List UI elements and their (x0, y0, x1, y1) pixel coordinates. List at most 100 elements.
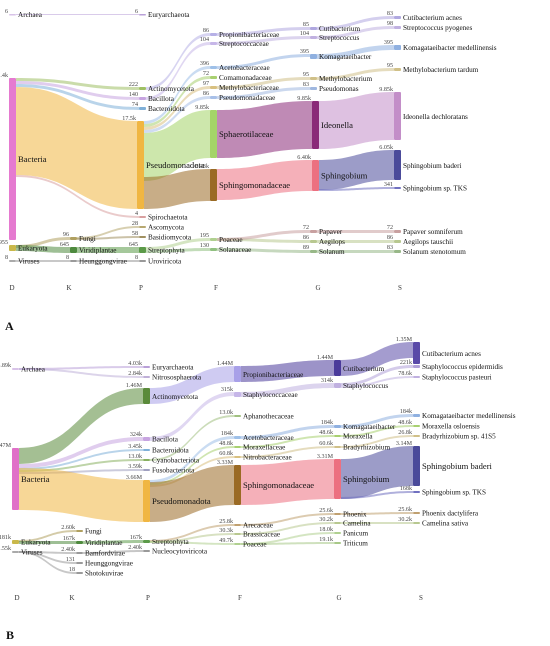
node-label-cyanobacteriota: Cyanobacteriota (152, 457, 200, 465)
node-label-eukaryota: Eukaryota (21, 539, 51, 547)
node-heunggongvirae (76, 562, 83, 564)
link-staphylococcus-staphylococcus_epidermidis (341, 365, 413, 386)
node-label-cutibacterium: Cutibacterium (343, 365, 385, 373)
node-acetobacteraceae (234, 436, 241, 439)
panel-letter-a: A (5, 319, 14, 333)
node-streptophyta (139, 247, 146, 253)
node-actinomycetota (143, 388, 150, 404)
node-label-pseudomonadota: Pseudomonadota (146, 160, 205, 170)
node-label-bradyrhizobium-41s5: Bradyrhizobium sp. 41S5 (422, 433, 496, 441)
link-eukaryota-viridiplantae (16, 245, 70, 253)
node-label-shotokuvirae: Shotokuvirae (85, 570, 123, 578)
node-streptococcus-pyogenes (394, 26, 401, 29)
node-phoenix-dactylifera (413, 512, 420, 514)
node-label-komagataeibacter: Komagataeibacter (319, 53, 372, 61)
node-fungi (70, 237, 77, 240)
node-value-solanum: 89 (303, 245, 309, 251)
node-label-eukaryota: Eukaryota (18, 245, 48, 253)
node-label-solanum-stenotomum: Solanum stenotomum (403, 248, 466, 256)
node-label-staphylococcaceae: Staphylococcaceae (243, 391, 298, 399)
node-value-bacteria: 31.4k (0, 73, 9, 79)
node-value-streptophyta: 645 (129, 242, 138, 248)
node-brassicaceae (234, 533, 241, 535)
node-label-bacteroidota: Bacteroidota (152, 447, 190, 455)
node-value-streptococcus-pyogenes: 98 (387, 21, 393, 27)
link-eukaryota-fungi (19, 530, 76, 542)
node-value-pseudomonadaceae: 86 (203, 91, 209, 97)
node-label-ascomycota: Ascomycota (148, 224, 185, 232)
link-sphingobium-sphingobium_baderi (341, 446, 413, 499)
link-fungi-ascomycota (77, 226, 139, 239)
link-poaceae-panicum (241, 532, 334, 545)
node-triticum (334, 542, 341, 544)
node-sphingobium-tks (413, 491, 420, 493)
node-bacteria (12, 448, 19, 510)
node-pseudomonadota (137, 121, 144, 209)
rank-label-f: F (238, 594, 242, 602)
node-label-fungi: Fungi (85, 528, 102, 536)
node-label-sphingobium: Sphingobium (321, 171, 368, 181)
link-pseudomonadaceae-pseudomonas (217, 87, 310, 99)
link-viruses-heunggongvirae (19, 551, 76, 564)
node-value-acetobacteraceae: 184k (221, 431, 234, 437)
link-viruses-shotokuvirae (19, 551, 76, 574)
node-label-archaea: Archaea (21, 366, 46, 374)
link-solanaceae-solanum (217, 248, 310, 253)
node-label-moraxella-osloensis: Moraxella osloensis (422, 423, 480, 431)
node-shotokuvirae (76, 572, 83, 574)
rank-label-s: S (419, 594, 423, 602)
link-pseudomonadota-moraxellaceae (150, 446, 234, 485)
node-bacillota (143, 437, 150, 441)
rank-label-f: F (214, 284, 218, 292)
link-pseudomonadota-acetobacteraceae (144, 66, 210, 124)
rank-label-k: K (69, 594, 74, 602)
link-acetobacteraceae-komagataeibacter (241, 425, 334, 439)
node-streptococcus (310, 36, 317, 39)
node-value-actinomycetota: 222 (129, 82, 138, 88)
node-value-comamonadaceae: 72 (203, 71, 209, 77)
node-value-eukaryota: 955 (0, 240, 8, 246)
node-ideonella-dechloratans (394, 92, 401, 140)
link-poaceae-triticum (241, 542, 334, 545)
node-label-methylobacterium: Methylobacterium (319, 75, 373, 83)
node-value-fungi: 96 (63, 232, 69, 238)
node-sphingobium (312, 160, 319, 191)
node-methylobacterium-tardum (394, 68, 401, 71)
rank-label-k: K (66, 284, 71, 292)
node-value-uroviricota: 8 (135, 255, 138, 261)
link-arecaceae-phoenix (241, 513, 334, 526)
node-cyanobacteriota (143, 459, 150, 461)
link-heunggongvirae-uroviricota (77, 260, 139, 262)
link-viridiplantae-streptophyta (77, 247, 139, 253)
node-label-solanum: Solanum (319, 248, 345, 256)
node-value-methylobacterium: 95 (303, 72, 309, 78)
node-value-staphylococcaceae: 315k (221, 387, 234, 393)
node-viruses (9, 260, 16, 262)
node-pseudomonadota (143, 480, 150, 522)
node-label-aegilops: Aegilops (319, 238, 345, 246)
node-value-fungi: 2.60k (61, 525, 76, 531)
node-value-phoenix: 25.6k (319, 508, 334, 514)
node-pseudomonas (310, 87, 317, 90)
link-streptophyta-poaceae (150, 541, 234, 545)
node-label-pseudomonadaceae: Pseudomonadaceae (219, 94, 275, 102)
node-fungi (76, 530, 83, 532)
node-moraxella (334, 435, 341, 437)
node-value-heunggongvirae: 8 (66, 255, 69, 261)
node-moraxella-osloensis (413, 425, 420, 427)
node-label-moraxellaceae: Moraxellaceae (243, 444, 285, 452)
node-value-sphaerotilaceae: 9.85k (195, 105, 210, 111)
link-bacteria-spirochaetota (16, 175, 139, 218)
node-label-fusobacteriota: Fusobacteriota (152, 467, 195, 475)
node-value-sphingobium-tks: 168k (400, 486, 413, 492)
node-label-propionibacteriaceae: Propionibacteriaceae (219, 31, 279, 39)
node-methylobacteriaceae (210, 86, 217, 89)
node-label-streptococcus-pyogenes: Streptococcus pyogenes (403, 24, 472, 32)
link-streptophyta-solanaceae (146, 248, 210, 253)
node-value-poaceae: 49.7k (219, 538, 234, 544)
node-label-sphingobium-tks: Sphingobium sp. TKS (422, 489, 486, 497)
node-value-cyanobacteriota: 13.0k (128, 454, 143, 460)
node-value-shotokuvirae: 18 (69, 567, 75, 573)
rank-label-d: D (9, 284, 14, 292)
